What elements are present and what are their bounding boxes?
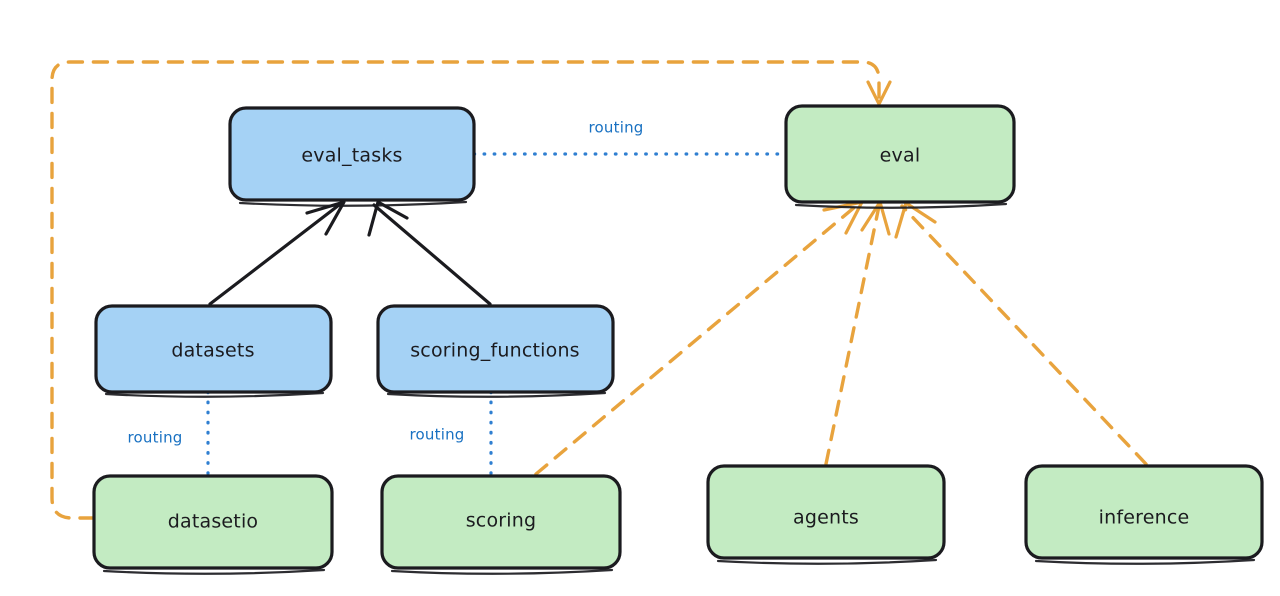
node-layer: eval_tasks eval datasets scoring_functio…	[92, 104, 1264, 575]
node-eval-shape[interactable]	[784, 104, 1016, 204]
node-inference[interactable]: inference	[1024, 464, 1264, 565]
edge-scoring-functions-to-eval-tasks	[367, 200, 492, 306]
node-datasetio[interactable]: datasetio	[92, 474, 334, 575]
edge-layer	[50, 60, 1148, 520]
node-eval-tasks[interactable]: eval_tasks	[228, 106, 476, 207]
node-agents-sketch-edge	[716, 558, 938, 565]
node-eval-sketch-edge	[794, 202, 1008, 209]
node-datasetio-label: datasetio	[168, 511, 259, 533]
node-scoring-functions-label: scoring_functions	[410, 340, 580, 362]
arrowhead-datasets-eval-tasks	[305, 200, 346, 236]
edge-agents-to-eval	[824, 200, 891, 466]
node-eval-tasks-shape[interactable]	[228, 106, 476, 202]
node-scoring-functions[interactable]: scoring_functions	[376, 304, 615, 398]
edge-label-layer: routing routing routing	[128, 119, 644, 447]
node-agents-shape[interactable]	[706, 464, 946, 560]
node-datasets-label: datasets	[171, 340, 254, 362]
node-scoring-label: scoring	[466, 510, 537, 532]
arrowhead-datasetio-eval	[866, 80, 892, 106]
node-inference-shape[interactable]	[1024, 464, 1264, 560]
node-datasetio-shape[interactable]	[92, 474, 334, 570]
edge-label-routing-datasets: routing	[128, 429, 183, 447]
edge-label-routing-scoring-functions: routing	[410, 426, 465, 444]
node-eval-label: eval	[880, 145, 921, 167]
arrowhead-scoring-functions-eval-tasks	[367, 200, 409, 237]
node-agents-label: agents	[793, 507, 859, 529]
edge-datasets-to-eval-tasks	[208, 200, 346, 306]
edge-label-routing-eval-tasks: routing	[589, 119, 644, 137]
node-datasetio-sketch-edge	[102, 568, 326, 575]
node-inference-label: inference	[1099, 507, 1190, 529]
edge-inference-to-eval	[894, 201, 1148, 466]
node-datasets[interactable]: datasets	[94, 304, 333, 398]
node-datasets-shape[interactable]	[94, 304, 333, 394]
node-scoring-shape[interactable]	[380, 474, 622, 570]
edge-datasetio-to-eval	[50, 60, 892, 520]
node-eval[interactable]: eval	[784, 104, 1016, 209]
node-datasets-sketch-edge	[104, 391, 325, 398]
node-scoring-functions-sketch-edge	[386, 391, 607, 398]
node-scoring-functions-shape[interactable]	[376, 304, 615, 394]
node-eval-tasks-sketch-edge	[238, 200, 468, 207]
node-scoring[interactable]: scoring	[380, 474, 622, 575]
node-eval-tasks-label: eval_tasks	[301, 145, 402, 167]
node-scoring-sketch-edge	[390, 568, 614, 575]
node-agents[interactable]: agents	[706, 464, 946, 565]
node-inference-sketch-edge	[1034, 558, 1256, 565]
